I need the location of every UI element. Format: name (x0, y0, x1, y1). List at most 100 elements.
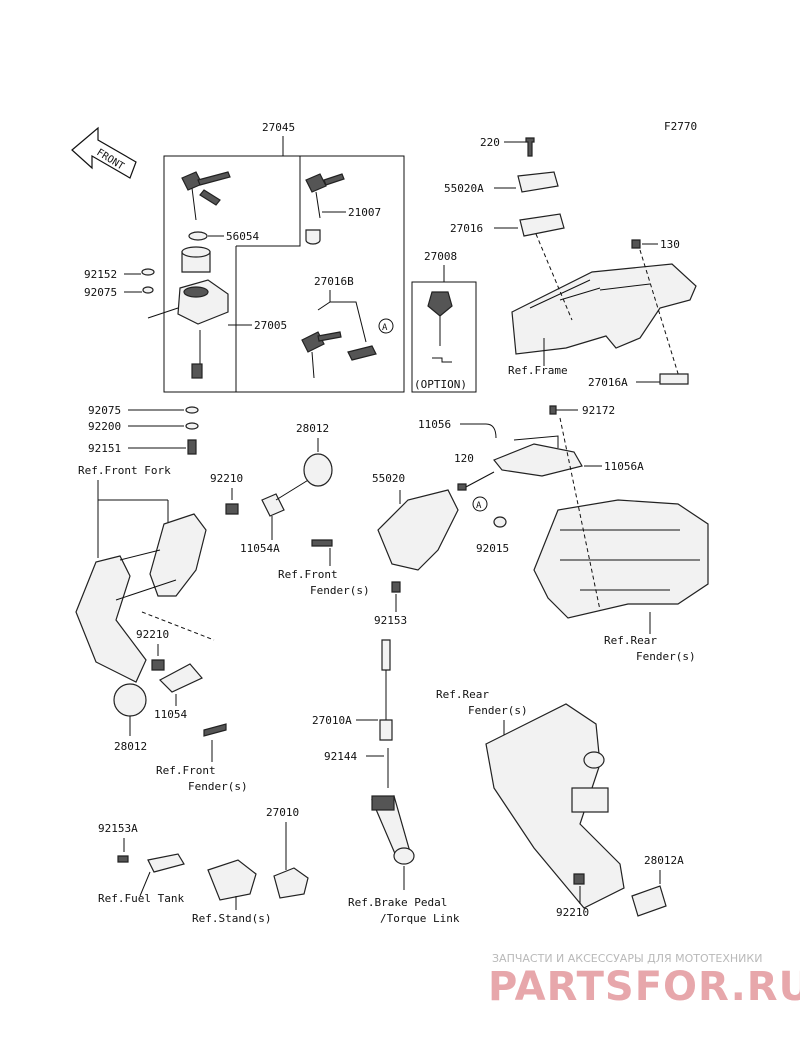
cover-55020-icon (377, 489, 459, 571)
reflector-28012a-icon (303, 453, 333, 487)
part-92210-label-2: 92210 (136, 628, 169, 641)
part-55020-label: 55020 (372, 472, 405, 485)
reflector-28012A-icon (631, 885, 667, 917)
part-28012-label-2: 28012 (114, 740, 147, 753)
option-box (411, 281, 477, 393)
ref-front-fender-2a: Ref.Front (156, 764, 216, 777)
part-92153A-label: 92153A (98, 822, 138, 835)
watermark-logo: PARTSFOR.RU (488, 964, 800, 1010)
bracket-55020A-icon (517, 171, 559, 193)
switch-27016-icon (519, 213, 565, 237)
switch-27010A-icon (379, 719, 393, 741)
ref-a-marker-1 (378, 318, 394, 334)
ignition-switch-icon (177, 279, 229, 379)
part-27010-label: 27010 (266, 806, 299, 819)
cap-92152-icon (141, 268, 155, 276)
frame-icon (511, 263, 697, 355)
part-120-label: 120 (454, 452, 474, 465)
part-27016-label: 27016 (450, 222, 483, 235)
front-direction-arrow: FRONT (71, 126, 137, 179)
part-11056A-label: 11056A (604, 460, 644, 473)
washer-92075-icon (142, 286, 154, 294)
rear-fender-lower-icon (485, 703, 625, 909)
ref-rear-fender-1b: Fender(s) (636, 650, 696, 663)
bracket-11054-icon (159, 663, 203, 693)
screw-92153-icon (391, 581, 401, 593)
front-fork-bracket-icon (75, 513, 207, 683)
ref-rear-fender-2a: Ref.Rear (436, 688, 489, 701)
figure-code: F2770 (664, 120, 697, 133)
part-220-label: 220 (480, 136, 500, 149)
bracket-11056A-icon (493, 443, 583, 477)
screw-92172-icon (549, 405, 557, 415)
part-92210-label-1: 92210 (210, 472, 243, 485)
part-92144-label: 92144 (324, 750, 357, 763)
ref-stand-label: Ref.Stand(s) (192, 912, 271, 925)
part-27045-label: 27045 (262, 121, 295, 134)
nut-92210b-icon (151, 659, 165, 671)
ref-fuel-tank-label: Ref.Fuel Tank (98, 892, 184, 905)
option-label: (OPTION) (414, 378, 467, 391)
part-92152-label: 92152 (84, 268, 117, 281)
part-92172-label: 92172 (582, 404, 615, 417)
cable-11056-icon (485, 423, 497, 439)
transponder-key-icon (301, 331, 377, 379)
ref-a-marker-2 (472, 496, 488, 512)
part-130-label: 130 (660, 238, 680, 251)
key-21007-icon (305, 173, 345, 219)
connector-27010A-icon (381, 639, 391, 671)
washer-56054-icon (188, 231, 208, 241)
part-92153-label: 92153 (374, 614, 407, 627)
option-key-icon (427, 291, 453, 363)
ref-front-fender-1a: Ref.Front (278, 568, 338, 581)
ref-brake-a: Ref.Brake Pedal (348, 896, 447, 909)
bracket-11054A-icon (261, 493, 285, 517)
cap-icon (305, 229, 321, 245)
part-92075-label-2: 92075 (88, 404, 121, 417)
ref-rear-fender-1a: Ref.Rear (604, 634, 657, 647)
brake-pedal-icon (371, 795, 415, 865)
nut-92210c-icon (573, 873, 585, 885)
bolt-92153A-icon (117, 855, 129, 863)
bolt-front-fender-1-icon (311, 539, 333, 547)
part-92151-label: 92151 (88, 442, 121, 455)
bolt-220-icon (525, 137, 535, 157)
ref-a-label-1: A (382, 323, 388, 333)
switch-27010-icon (273, 867, 309, 899)
key-set-icon (181, 171, 231, 221)
washer-92075b-icon (185, 406, 199, 414)
washer-92200-icon (185, 422, 199, 430)
spacer-92015-icon (493, 516, 507, 528)
part-92200-label: 92200 (88, 420, 121, 433)
ref-front-fender-1b: Fender(s) (310, 584, 370, 597)
nut-92210a-icon (225, 503, 239, 515)
part-27016B-label: 27016B (314, 275, 354, 288)
bolt-120-icon (457, 483, 467, 491)
ref-a-label-2: A (476, 501, 482, 511)
part-28012-label-1: 28012 (296, 422, 329, 435)
part-28012A-label: 28012A (644, 854, 684, 867)
part-11054-label: 11054 (154, 708, 187, 721)
part-27005-label: 27005 (254, 319, 287, 332)
part-92075-label-1: 92075 (84, 286, 117, 299)
part-27008-label: 27008 (424, 250, 457, 263)
ref-rear-fender-2b: Fender(s) (468, 704, 528, 717)
reflector-28012b-icon (113, 683, 147, 717)
stand-bracket-icon (207, 859, 257, 901)
part-56054-label: 56054 (226, 230, 259, 243)
ref-brake-b: /Torque Link (380, 912, 460, 925)
part-11056-label: 11056 (418, 418, 451, 431)
part-92210-label-3: 92210 (556, 906, 589, 919)
ref-frame-label: Ref.Frame (508, 364, 568, 377)
part-92015-label: 92015 (476, 542, 509, 555)
part-55020A-label: 55020A (444, 182, 484, 195)
ref-front-fork-label: Ref.Front Fork (78, 464, 171, 477)
rear-fender-upper-icon (533, 499, 709, 619)
part-27010A-label: 27010A (312, 714, 352, 727)
bolt-92151-icon (187, 439, 197, 455)
ignition-cylinder-icon (181, 246, 211, 273)
switch-27016A-icon (659, 373, 689, 385)
ignition-kit-box: 27045 (163, 121, 405, 393)
watermark-tagline: ЗАПЧАСТИ И АКСЕССУАРЫ ДЛЯ МОТОТЕХНИКИ (492, 952, 762, 965)
